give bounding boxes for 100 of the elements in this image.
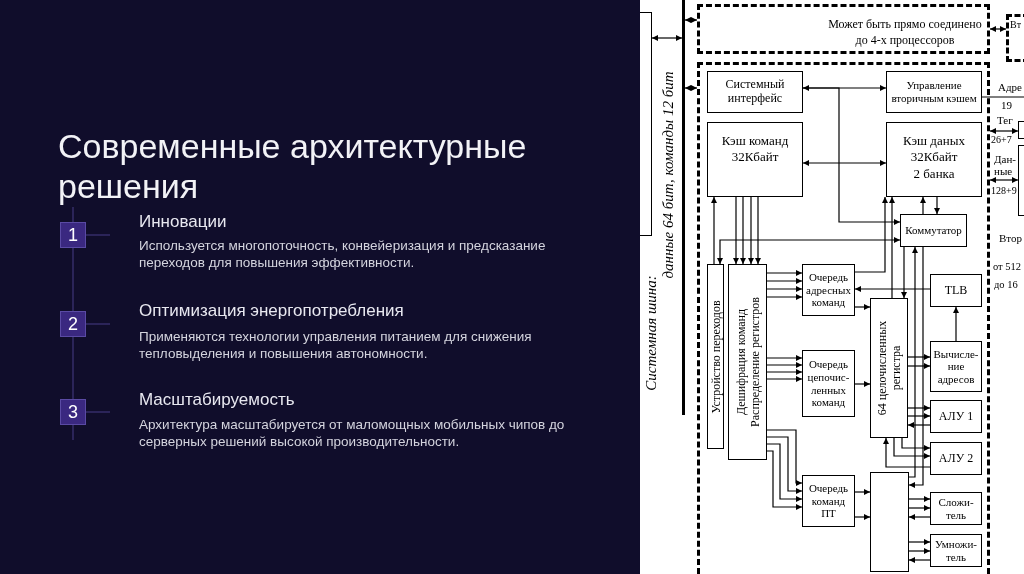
partial-block (640, 12, 652, 236)
block-label: Очередь адресных команд (805, 271, 852, 309)
block-label: АЛУ 2 (938, 451, 974, 466)
arrow (907, 354, 931, 360)
arrow (766, 369, 803, 375)
arrow (908, 505, 931, 511)
step-heading: Масштабируемость (139, 390, 295, 410)
arrow (766, 450, 803, 510)
step-marker (60, 311, 86, 337)
arrow (908, 514, 931, 520)
cache-note: Втор (999, 231, 1022, 246)
block-label: Очередь команд ПТ (807, 482, 850, 520)
arrow (766, 286, 803, 292)
block-label: Сложи-тель (937, 495, 975, 522)
arrow (766, 436, 803, 494)
diagram-block (930, 341, 982, 392)
dashed-region (697, 4, 990, 54)
step-description: Используется многопоточность, конвейеризация и предсказание переходов для повышения эффективности. (139, 237, 547, 271)
arrow (766, 376, 803, 382)
step-description: Применяются технологии управления питанием для снижения тепловыделения и повышения автономности. (139, 328, 533, 362)
arrow (989, 26, 1007, 32)
diagram-block (802, 264, 855, 316)
timeline-line (72, 247, 74, 312)
arrow (889, 196, 895, 299)
diagram-block (930, 442, 982, 475)
arrow (953, 306, 959, 342)
diagram-block (870, 472, 909, 572)
step-number: 2 (68, 315, 78, 333)
block-label: Умножи-тель (933, 537, 978, 564)
bit-width-label: 26+7 (991, 134, 1012, 146)
block-label: Очередь цепочис-ленных команд (806, 358, 851, 409)
arrow (908, 557, 931, 563)
arrow (901, 437, 931, 451)
step-description: Архитектура масштабируется от маломощных мобильных чипов до серверных решений высокой производительности. (139, 416, 566, 450)
arrow (908, 539, 931, 545)
arrow (908, 246, 918, 478)
arrow (711, 196, 717, 265)
block-label: Распределение регистров (747, 297, 762, 427)
diagram-block (707, 71, 803, 113)
arrow (766, 294, 803, 300)
arrow (907, 363, 931, 369)
arrow (893, 437, 931, 459)
diagram-block (728, 264, 767, 460)
connector-line (981, 96, 1024, 98)
slide-title: Современные архитектурные решения (58, 126, 528, 206)
edge-label: Дан-ные (994, 153, 1016, 177)
arrow (740, 196, 746, 265)
arrow (766, 429, 803, 486)
arrow (907, 422, 931, 428)
diagram-block (930, 492, 982, 525)
step-number: 1 (68, 226, 78, 244)
arrow (854, 514, 871, 520)
arrow (717, 237, 901, 265)
arrow (908, 548, 931, 554)
arrow (854, 196, 888, 273)
arrow (755, 196, 761, 265)
arrow (802, 160, 887, 166)
diagram-block (802, 350, 855, 417)
region-label: Может быть прямо соединено до 4-х процессоров (827, 17, 983, 49)
region-label: Вт (1010, 19, 1022, 31)
bus-label: данные 64 бит, команды 12 бит (659, 71, 677, 279)
diagram-block (870, 298, 908, 438)
dashed-frame (697, 62, 990, 574)
arrow (766, 362, 803, 368)
diagram-block (930, 400, 982, 433)
bus-label: Системная шина: (642, 275, 660, 391)
diagram-block (930, 274, 982, 307)
block-label: 64 целочисленных регистра (874, 319, 904, 418)
block-label: Устройство переходов (708, 299, 723, 414)
block-label: Системный интерфейс (724, 78, 786, 106)
arrow (934, 196, 940, 215)
block-label: АЛУ 1 (938, 409, 974, 424)
cache-note: от 512 (993, 260, 1022, 274)
bit-width-label: 128+9 (991, 185, 1017, 197)
diagram-block (886, 122, 982, 197)
bus-line (682, 0, 685, 415)
timeline-line (72, 336, 74, 400)
arrow (733, 196, 739, 265)
arrow (989, 177, 1019, 183)
edge-label: Тег (997, 114, 1013, 126)
diagram-block (707, 264, 724, 449)
block-label: Вычисле-ние адресов (932, 347, 980, 386)
arrow (854, 286, 931, 292)
step-heading: Оптимизация энергопотребления (139, 301, 404, 321)
diagram-block (900, 214, 967, 247)
step-marker (60, 222, 86, 248)
arrow (766, 443, 803, 502)
arrow (907, 405, 931, 411)
step-marker (60, 399, 86, 425)
arrow (920, 196, 926, 215)
block-label: Кэш даных 32Кбайт 2 банка (902, 133, 966, 182)
bit-width-label: 19 (1001, 99, 1012, 111)
block-label: Управление вторичным кэшем (890, 79, 978, 105)
step-heading: Инновации (139, 212, 227, 232)
arrow (908, 496, 931, 502)
arrow (854, 304, 871, 310)
arrow (908, 246, 924, 488)
arrow (802, 87, 901, 225)
arrow (907, 413, 931, 419)
diagram-block (707, 122, 803, 197)
